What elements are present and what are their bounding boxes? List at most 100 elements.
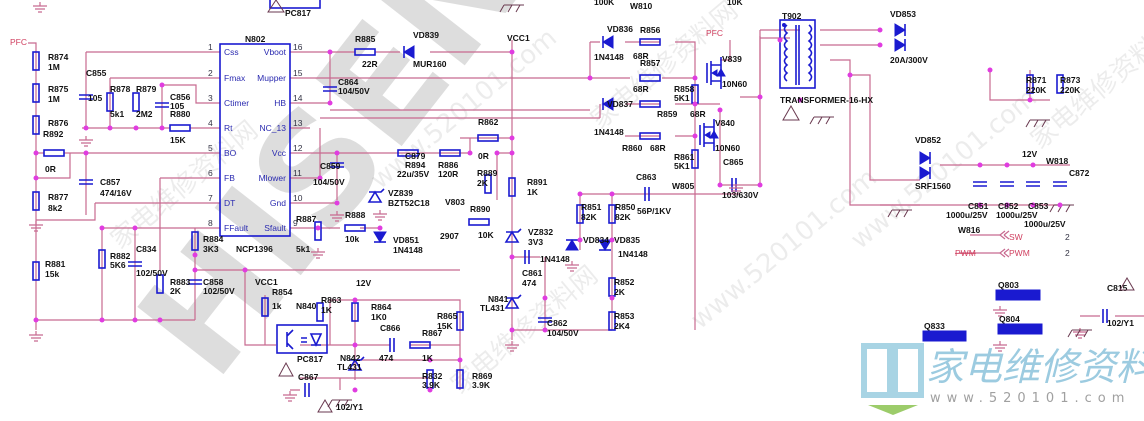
junction-dot [587, 75, 593, 81]
pin-number: 5 [208, 143, 213, 153]
junction-dot [797, 97, 803, 103]
warning-icon [278, 361, 294, 377]
label-c865v: 103/630V [722, 190, 759, 200]
junction-dot [334, 200, 340, 206]
pin-name: DT [224, 198, 235, 208]
junction-dot [1030, 202, 1036, 208]
pc817-optocoupler [276, 324, 328, 354]
label-c867v: 102/Y1 [336, 402, 363, 412]
label-r880: R880 [170, 109, 191, 119]
diode-vd853 [894, 23, 906, 37]
label-r858: R858 [674, 84, 695, 94]
label-w810: W810 [630, 1, 652, 11]
resistor-r865 [456, 311, 464, 331]
label-c863v: 56P/1KV [637, 206, 671, 216]
resistor-r857 [639, 74, 661, 82]
resistor-r851 [576, 204, 584, 224]
label-r889: R889 [477, 168, 498, 178]
resistor-r875 [32, 83, 40, 103]
resistor-r876 [32, 115, 40, 135]
label-r885: R885 [355, 34, 376, 44]
pin-number: 1 [208, 42, 213, 52]
junction-dot [777, 37, 783, 43]
label-r852v: 2K [614, 287, 626, 297]
pin-name: FFault [224, 223, 249, 233]
diode-vd835 [598, 239, 612, 251]
label-r892v: 0R [45, 164, 56, 174]
resistor-r873 [1056, 74, 1064, 94]
label-n802: N802 [245, 34, 266, 44]
label-c862: C862 [547, 318, 568, 328]
label-r887: R887 [296, 214, 317, 224]
label-r886: R886 [438, 160, 459, 170]
junction-dot [509, 135, 515, 141]
capacitor-c855 [79, 94, 93, 100]
q804-block [997, 323, 1043, 335]
junction-dot [509, 49, 515, 55]
watermark-text: www.520101.com [685, 163, 883, 336]
label-r878: R878 [110, 84, 131, 94]
pin-number: 12 [293, 143, 303, 153]
label-r854v: 1k [272, 301, 282, 311]
label-r887v: 5k1 [296, 244, 310, 254]
label-r894v: 22u/35V [397, 169, 429, 179]
junction-dot [99, 317, 105, 323]
label-r859v: 68R [690, 109, 706, 119]
ground-icon [33, 2, 47, 13]
label-c851: C851 [968, 201, 989, 211]
label-r890v: 10K [478, 230, 494, 240]
capacitor-c862 [538, 317, 552, 323]
label-c851v: 1000u/25V [946, 210, 988, 220]
junction-dot [717, 107, 723, 113]
junction-dot [427, 387, 433, 393]
resistor-r860 [639, 132, 661, 140]
capacitor-c872 [1053, 181, 1067, 187]
capacitor-c851 [973, 181, 987, 187]
capacitor-c864 [323, 86, 337, 92]
chassis-ground-icon [1067, 329, 1092, 338]
label-r884: R884 [203, 234, 224, 244]
label-c852: C852 [998, 201, 1019, 211]
ground-icon [330, 211, 344, 222]
label-r880v: 15K [170, 135, 186, 145]
label-c857: C857 [100, 177, 121, 187]
label-v839v: 10N60 [722, 79, 747, 89]
capacitor-c858 [188, 279, 202, 285]
label-r888: R888 [345, 210, 366, 220]
label-r860: R860 [622, 143, 643, 153]
junction-dot [334, 150, 340, 156]
label-pfc-v839: PFC [706, 28, 723, 38]
resistor-r881 [32, 261, 40, 281]
capacitor-c879 [397, 149, 419, 157]
capacitor-c857 [79, 179, 93, 185]
label-pfc-in: PFC [10, 37, 27, 47]
label-c858: C858 [203, 277, 224, 287]
zener-vz832 [504, 228, 522, 243]
label-vd851v: 1N4148 [393, 245, 423, 255]
junction-dot [609, 191, 615, 197]
label-c856v: 105 [170, 101, 184, 111]
junction-dot [542, 295, 548, 301]
capacitor-c852 [1000, 181, 1014, 187]
diode-vd851 [373, 231, 387, 243]
label-r884v: 3K3 [203, 244, 219, 254]
resistor-r850 [608, 204, 616, 224]
pin-number: 2 [208, 68, 213, 78]
n802-ic-body [219, 43, 291, 237]
label-r869v: 3.9K [472, 380, 491, 390]
label-vcc1-bot: VCC1 [255, 277, 278, 287]
label-c815: C815 [1107, 283, 1128, 293]
label-n841v: TL431 [480, 303, 505, 313]
label-v12-bot: 12V [356, 278, 371, 288]
capacitor-c856 [155, 102, 169, 108]
ground-icon [993, 341, 1007, 352]
label-c865: C865 [723, 157, 744, 167]
pin-number: 7 [208, 193, 213, 203]
junction-dot [757, 94, 763, 100]
label-vz832v: 3V3 [528, 237, 543, 247]
diode-vd852 [919, 151, 931, 165]
zener-vz839 [367, 188, 385, 203]
label-sw: SW [1009, 232, 1023, 242]
label-w818: W818 [1046, 156, 1068, 166]
